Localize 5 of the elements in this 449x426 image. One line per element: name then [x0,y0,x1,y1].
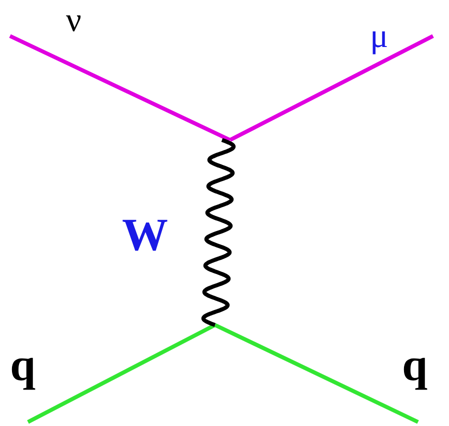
particle-label: ν [66,4,82,38]
particle-label: q [10,342,36,388]
particle-label: W [122,212,168,258]
particle-label: q [402,342,428,388]
particle-label: μ [370,20,388,54]
